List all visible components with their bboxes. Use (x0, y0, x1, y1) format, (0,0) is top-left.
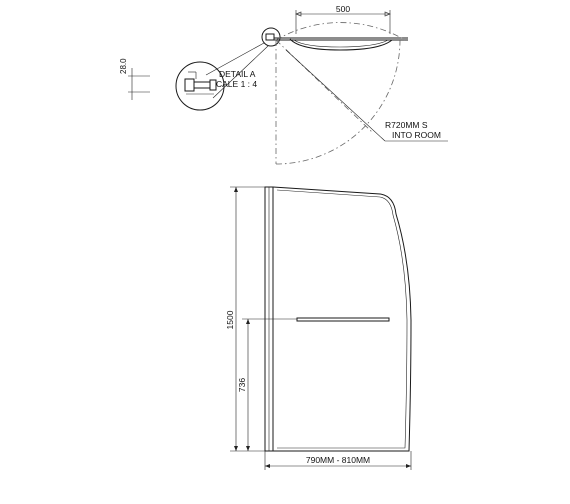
swing-note-line1: R720MM S (385, 120, 428, 130)
width-dimension-text: 500 (336, 4, 350, 14)
small-dimension-text: 28.0 (119, 58, 128, 74)
swing-leader (285, 49, 386, 142)
handle-arrow-top (246, 319, 250, 324)
swing-note-line2: INTO ROOM (392, 130, 441, 140)
arrow-right (384, 11, 391, 17)
height-arrow-top (234, 187, 238, 192)
hinge-plan (265, 33, 275, 41)
glass-panel-outline (272, 186, 412, 452)
handle-arrow-bottom (246, 446, 250, 451)
detail-a-circle (261, 27, 281, 47)
detail-hinge-drawing (184, 71, 217, 95)
swing-radius-diagonal (275, 39, 373, 133)
elevation-view: 1500 736 790MM - 810MM (225, 186, 412, 470)
arrow-left (295, 11, 302, 17)
detail-leader-1 (205, 42, 265, 76)
bottom-width-text: 790MM - 810MM (306, 455, 370, 465)
swing-arc (275, 39, 401, 165)
height-dimension-text: 1500 (225, 310, 235, 329)
bottom-arrow-right (406, 464, 411, 468)
height-arrow-bottom (234, 446, 238, 451)
bottom-arrow-left (265, 464, 270, 468)
detail-label: DETAIL A (219, 69, 256, 79)
screen-plan-curve-inner (293, 39, 389, 48)
handle-height-text: 736 (237, 378, 247, 392)
detail-leader-2 (212, 45, 269, 99)
plan-view: 500 R720MM S INTO ROOM (119, 4, 448, 165)
detail-scale: CALE 1 : 4 (216, 79, 257, 89)
screen-plan-curve-outer (289, 38, 393, 51)
detail-view-circle (175, 61, 225, 111)
towel-rail (296, 317, 390, 322)
swing-arc-top (275, 22, 406, 41)
glass-panel-inner (276, 189, 408, 449)
